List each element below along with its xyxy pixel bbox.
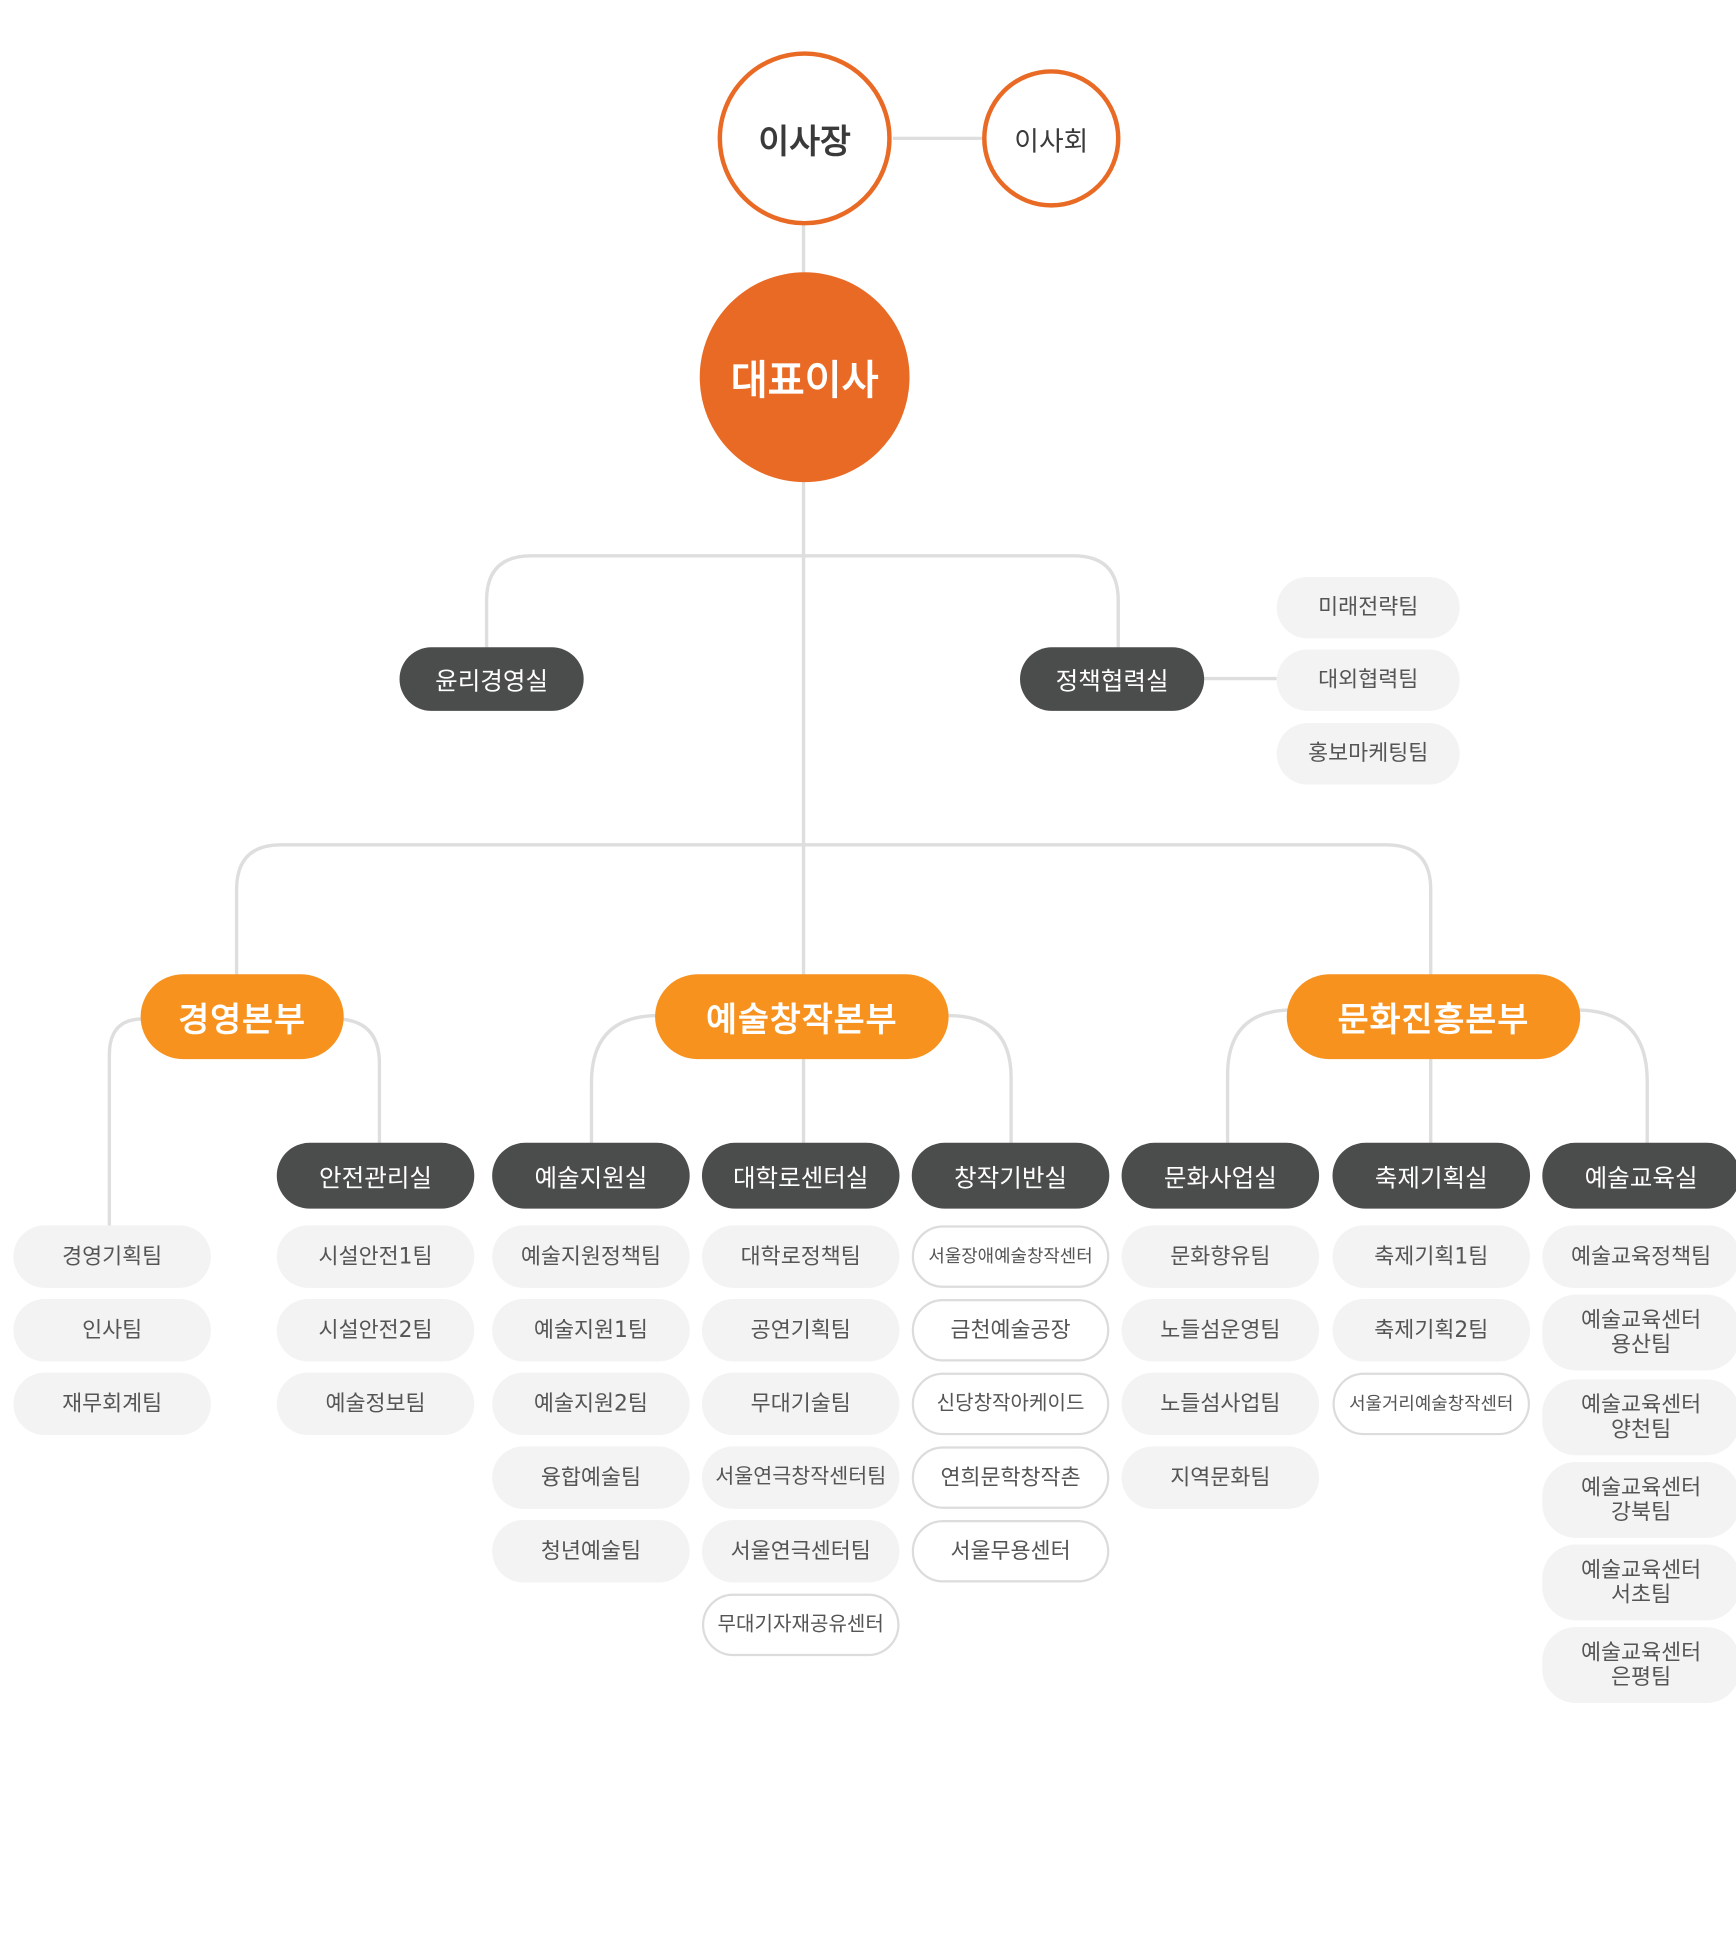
team-item: 예술지원2팀 — [492, 1372, 690, 1436]
center-item: 무대기자재공유센터 — [701, 1593, 900, 1657]
center-item: 서울장애예술창작센터 — [911, 1225, 1110, 1288]
office-arts-education: 예술교육실 — [1542, 1142, 1736, 1209]
team-item: 서울연극창작센터팀 — [701, 1446, 900, 1509]
policy-office: 정책협력실 — [1020, 647, 1205, 711]
chairman-node: 이사장 — [717, 51, 892, 226]
team-item: 예술지원정책팀 — [492, 1225, 690, 1288]
policy-team: 미래전략팀 — [1276, 576, 1460, 639]
team-item: 대학로정책팀 — [701, 1225, 900, 1288]
team-item: 무대기술팀 — [701, 1372, 900, 1436]
team-item: 시설안전1팀 — [276, 1225, 475, 1288]
team-item: 예술교육센터 은평팀 — [1542, 1627, 1736, 1704]
office-festival: 축제기획실 — [1332, 1142, 1531, 1209]
division-management: 경영본부 — [140, 974, 344, 1060]
team-item: 노들섬사업팀 — [1121, 1372, 1320, 1436]
team-item: 공연기획팀 — [701, 1299, 900, 1362]
team-item: 예술교육정책팀 — [1542, 1225, 1736, 1288]
policy-team: 홍보마케팅팀 — [1276, 723, 1460, 785]
board-node: 이사회 — [982, 69, 1121, 208]
team-item: 지역문화팀 — [1121, 1446, 1320, 1509]
ceo-node: 대표이사 — [699, 272, 910, 483]
center-item: 서울무용센터 — [911, 1519, 1110, 1583]
center-item: 서울거리예술창작센터 — [1332, 1372, 1531, 1436]
team-item: 예술지원1팀 — [492, 1299, 690, 1362]
center-item: 신당창작아케이드 — [911, 1372, 1110, 1436]
team-item: 청년예술팀 — [492, 1519, 690, 1583]
center-item: 금천예술공장 — [911, 1299, 1110, 1362]
connector-lines — [107, 136, 1649, 1228]
office-culture-business: 문화사업실 — [1121, 1142, 1320, 1209]
office-creative-base: 창작기반실 — [911, 1142, 1110, 1209]
office-daehakro: 대학로센터실 — [701, 1142, 900, 1209]
policy-team: 대외협력팀 — [1276, 649, 1460, 711]
center-item: 연희문학창작촌 — [911, 1446, 1110, 1509]
team-item: 예술교육센터 강북팀 — [1542, 1461, 1736, 1538]
division-culture-promotion: 문화진흥본부 — [1286, 974, 1581, 1060]
office-arts-support: 예술지원실 — [492, 1142, 690, 1209]
team-item: 융합예술팀 — [492, 1446, 690, 1509]
ethics-office: 윤리경영실 — [399, 647, 584, 711]
team-item: 경영기획팀 — [13, 1225, 211, 1288]
team-item: 문화향유팀 — [1121, 1225, 1320, 1288]
team-item: 축제기획2팀 — [1332, 1299, 1531, 1362]
team-item: 예술교육센터 용산팀 — [1542, 1294, 1736, 1371]
team-item: 인사팀 — [13, 1299, 211, 1362]
team-item: 시설안전2팀 — [276, 1299, 475, 1362]
team-item: 노들섬운영팀 — [1121, 1299, 1320, 1362]
team-item: 축제기획1팀 — [1332, 1225, 1531, 1288]
team-item: 예술교육센터 서초팀 — [1542, 1544, 1736, 1621]
team-item: 예술교육센터 양천팀 — [1542, 1379, 1736, 1456]
team-item: 서울연극센터팀 — [701, 1519, 900, 1583]
division-arts-creation: 예술창작본부 — [655, 974, 949, 1060]
office-safety: 안전관리실 — [276, 1142, 475, 1209]
team-item: 재무회계팀 — [13, 1372, 211, 1436]
team-item: 예술정보팀 — [276, 1372, 475, 1436]
